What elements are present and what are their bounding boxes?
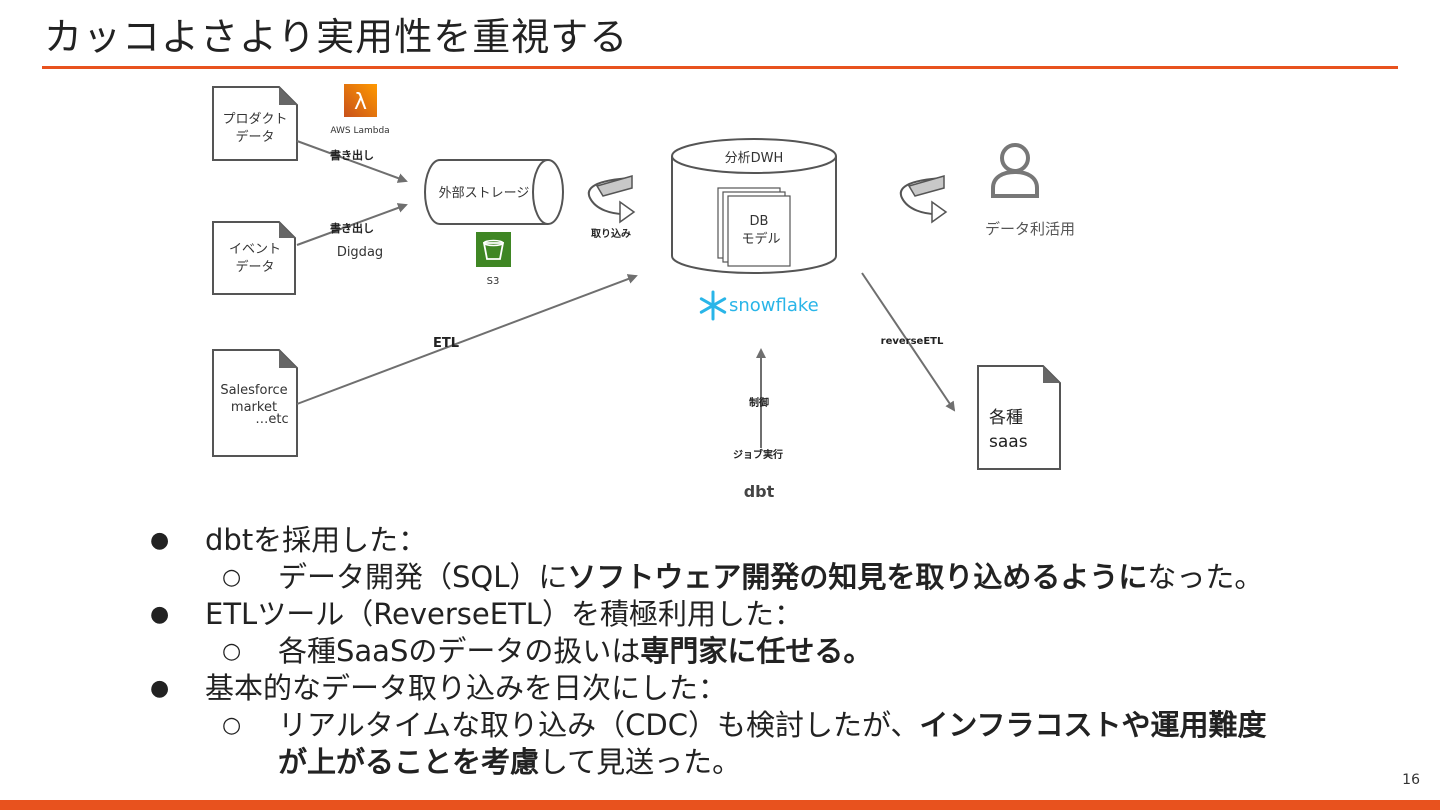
bullet-item: ● dbtを採用した： bbox=[150, 522, 1410, 559]
architecture-diagram: プロダクト データ イベント データ Salesforce market …et… bbox=[212, 84, 1075, 501]
s3-label: S3 bbox=[487, 276, 500, 287]
salesforce-label-1: Salesforce bbox=[220, 383, 287, 398]
title-underline bbox=[42, 66, 1398, 69]
etl-label: ETL bbox=[433, 336, 459, 351]
sub-bullet-text-pre: データ開発（SQL）に bbox=[278, 560, 568, 594]
sub-bullet-circle: ○ bbox=[222, 565, 242, 590]
db-model-label-2: モデル bbox=[741, 231, 780, 247]
snowflake-icon bbox=[699, 290, 727, 321]
event-data-label-1: イベント bbox=[229, 242, 281, 257]
sub-bullet-text-post: なった。 bbox=[1147, 560, 1264, 594]
sub-bullet-text-bold: ソフトウェア開発の知見を取り込めるように bbox=[567, 560, 1148, 594]
sub-bullet-item: ○ リアルタイムな取り込み（CDC）も検討したが、インフラコストや運用難度 bbox=[150, 707, 1410, 744]
reverse-etl-arrow bbox=[861, 272, 956, 412]
data-utilization-label: データ利活用 bbox=[985, 220, 1075, 238]
slide-title: カッコよさより実用性を重視する bbox=[44, 15, 629, 59]
product-data-label-1: プロダクト bbox=[222, 112, 287, 127]
sub-bullet-circle: ○ bbox=[222, 713, 242, 738]
export-arrow-1 bbox=[296, 140, 408, 183]
dwh-label: 分析DWH bbox=[725, 151, 784, 166]
external-storage-cylinder: 外部ストレージ bbox=[424, 159, 564, 225]
sub-bullet-text-pre: リアルタイムな取り込み（CDC）も検討したが、 bbox=[278, 708, 920, 742]
dbt-label: dbt bbox=[744, 482, 775, 501]
product-data-label-2: データ bbox=[235, 129, 274, 145]
bullet-item: ● ETLツール（ReverseETL）を積極利用した： bbox=[150, 596, 1410, 633]
saas-document: 各種 saas bbox=[977, 365, 1061, 470]
etl-arrow bbox=[296, 274, 638, 405]
sub-bullet-item: ○ 各種SaaSのデータの扱いは専門家に任せる。 bbox=[150, 633, 1410, 670]
salesforce-label-3: …etc bbox=[255, 412, 288, 427]
export-arrow-2 bbox=[296, 203, 408, 246]
sub-bullet-item: ○ データ開発（SQL）にソフトウェア開発の知見を取り込めるようになった。 bbox=[150, 559, 1410, 596]
snowflake-label: snowflake bbox=[729, 295, 819, 316]
ingest-cycle-icon bbox=[587, 175, 636, 224]
sub-bullet-text-pre: 各種SaaSのデータの扱いは bbox=[278, 634, 641, 668]
sub-bullet-text-bold: が上がることを考慮 bbox=[278, 745, 540, 779]
export-label-2: 書き出し bbox=[330, 221, 374, 235]
ingest-label: 取り込み bbox=[591, 227, 631, 240]
sub-bullet-circle: ○ bbox=[222, 639, 242, 664]
reverse-etl-label: reverseETL bbox=[881, 336, 944, 347]
storage-label: 外部ストレージ bbox=[439, 186, 530, 201]
user-icon bbox=[991, 143, 1039, 198]
saas-label-1: 各種 bbox=[989, 408, 1023, 428]
sub-bullet-text-bold: 専門家に任せる。 bbox=[640, 634, 873, 668]
export-label-1: 書き出し bbox=[330, 148, 374, 162]
digdag-label: Digdag bbox=[337, 245, 383, 260]
saas-label-2: saas bbox=[989, 432, 1028, 452]
event-data-document: イベント データ bbox=[212, 221, 296, 295]
bullet-list: ● dbtを採用した： ○ データ開発（SQL）にソフトウェア開発の知見を取り込… bbox=[150, 522, 1410, 781]
bullet-dot: ● bbox=[150, 602, 170, 627]
bullet-text: ETLツール（ReverseETL）を積極利用した： bbox=[205, 597, 803, 631]
salesforce-document: Salesforce market …etc bbox=[212, 349, 298, 457]
bullet-dot: ● bbox=[150, 676, 170, 701]
dwh-cylinder: 分析DWH DB モデル bbox=[671, 138, 837, 274]
utilization-cycle-icon bbox=[899, 175, 948, 224]
db-model-label-1: DB bbox=[750, 214, 769, 229]
bullet-text: 基本的なデータ取り込みを日次にした： bbox=[205, 671, 728, 705]
product-data-document: プロダクト データ bbox=[212, 86, 298, 161]
svg-text:λ: λ bbox=[354, 90, 367, 115]
sub-bullet-continuation: が上がることを考慮して見送った。 bbox=[150, 744, 1410, 781]
salesforce-label-2: market bbox=[231, 400, 277, 415]
aws-lambda-icon: λ bbox=[344, 84, 377, 117]
s3-bucket-icon bbox=[476, 232, 511, 267]
control-label: 制御 bbox=[749, 396, 769, 409]
footer-bar bbox=[0, 800, 1440, 810]
sub-bullet-text-bold: インフラコストや運用難度 bbox=[919, 708, 1267, 742]
bullet-dot: ● bbox=[150, 528, 170, 553]
sub-bullet-text-post: して見送った。 bbox=[539, 745, 742, 779]
page-number: 16 bbox=[1402, 772, 1420, 788]
event-data-label-2: データ bbox=[235, 259, 274, 275]
bullet-item: ● 基本的なデータ取り込みを日次にした： bbox=[150, 670, 1410, 707]
bullet-text: dbtを採用した： bbox=[205, 523, 428, 557]
aws-lambda-label: AWS Lambda bbox=[330, 126, 389, 136]
job-run-label: ジョブ実行 bbox=[733, 448, 783, 461]
